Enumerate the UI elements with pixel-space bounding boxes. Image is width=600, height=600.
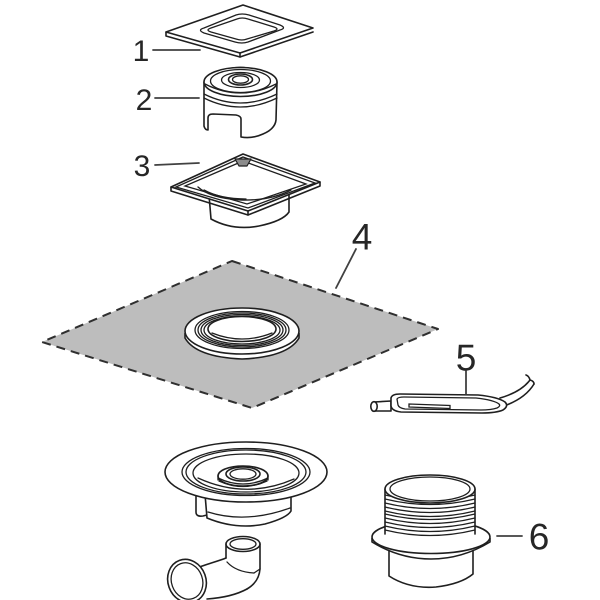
part-4-label: 4 bbox=[351, 216, 373, 258]
part-4-leader-line bbox=[335, 248, 357, 289]
part-2-siphon-insert-drawing bbox=[203, 66, 278, 139]
part-3-leader-line bbox=[154, 162, 200, 166]
part-1-square-cover-plate-drawing bbox=[165, 4, 314, 58]
part-6-threaded-adapter-drawing bbox=[371, 474, 491, 589]
part-5-hook-tool-drawing bbox=[369, 374, 535, 414]
part-6-label: 6 bbox=[528, 516, 550, 558]
drain-body-with-elbow-drawing bbox=[164, 441, 328, 600]
part-1-label: 1 bbox=[132, 35, 150, 68]
part-5-label: 5 bbox=[455, 337, 477, 379]
leader-lines bbox=[152, 49, 523, 537]
part-2-label: 2 bbox=[135, 84, 153, 117]
part-4-sealing-membrane-drawing bbox=[41, 260, 439, 409]
part-3-square-frame-drawing bbox=[170, 153, 321, 229]
part-3-label: 3 bbox=[133, 150, 151, 183]
